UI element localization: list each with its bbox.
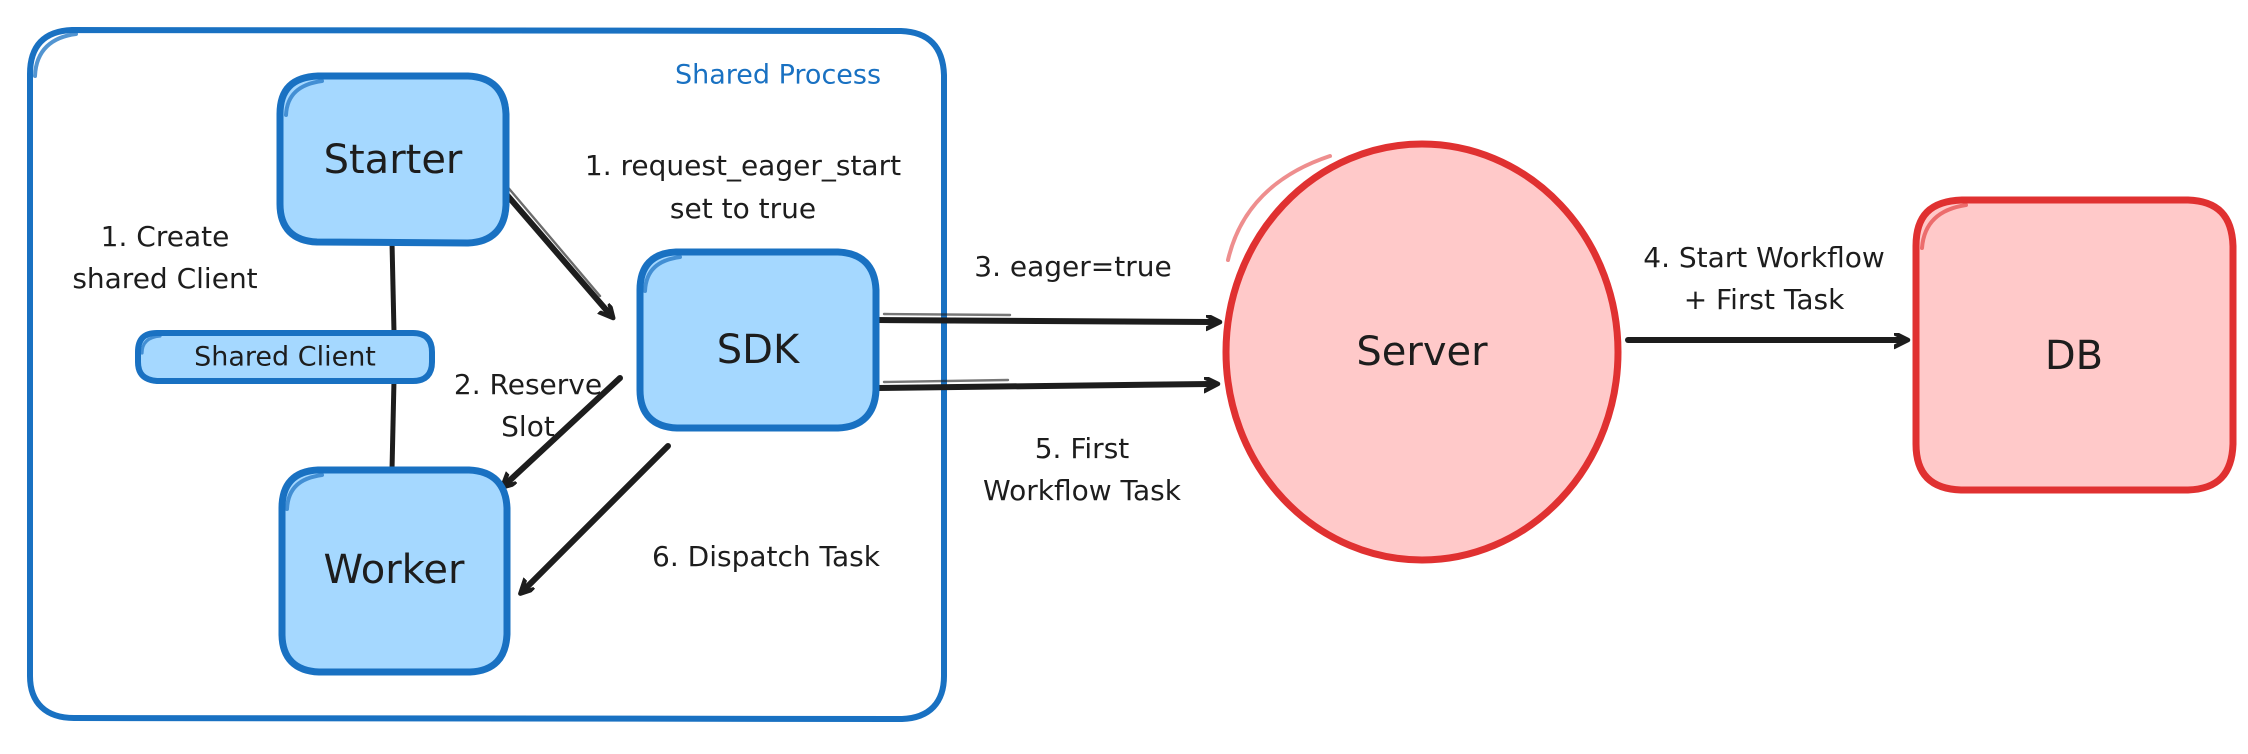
node-server-label: Server — [1356, 329, 1488, 375]
edge-label-first-workflow-task-line1: 5. First — [1035, 432, 1130, 465]
node-sdk[interactable]: SDK — [636, 248, 880, 432]
edge-reserve-slot — [508, 375, 623, 482]
edge-label-start-workflow-line2: + First Task — [1684, 283, 1845, 316]
edge-eager-true — [873, 312, 1212, 322]
edge-label-eager-true-line1: 3. eager=true — [974, 250, 1171, 283]
group-shared-process: Shared Process — [27, 27, 947, 722]
node-worker[interactable]: Worker — [278, 466, 511, 676]
edge-request-eager-start — [491, 176, 608, 312]
group-shared-process-label: Shared Process — [675, 60, 881, 91]
edge-create-shared-client — [389, 239, 397, 473]
edge-first-workflow-task — [873, 380, 1210, 388]
edge-label-eager-true: 3. eager=true — [974, 250, 1171, 283]
node-server[interactable]: Server — [1222, 140, 1622, 564]
edge-label-first-workflow-task-line2: Workflow Task — [983, 474, 1182, 507]
node-shared-client-label: Shared Client — [194, 342, 376, 373]
node-sdk-label: SDK — [717, 327, 801, 373]
edge-label-reserve-slot-line1: 2. Reserve — [454, 368, 602, 401]
edge-label-dispatch-task-line1: 6. Dispatch Task — [652, 540, 881, 573]
edge-label-dispatch-task: 6. Dispatch Task — [652, 540, 881, 573]
edge-label-first-workflow-task: 5. First Workflow Task — [983, 432, 1182, 507]
node-db[interactable]: DB — [1912, 196, 2237, 494]
edge-label-create-shared-client-line2: shared Client — [72, 262, 257, 295]
edge-dispatch-task — [526, 443, 671, 588]
node-starter-label: Starter — [324, 137, 463, 183]
edge-label-reserve-slot-line2: Slot — [501, 410, 555, 443]
edge-label-create-shared-client: 1. Create shared Client — [72, 220, 257, 295]
edge-label-start-workflow: 4. Start Workflow + First Task — [1643, 241, 1885, 316]
node-db-label: DB — [2045, 333, 2103, 379]
edge-label-request-eager-start: 1. request_eager_start set to true — [585, 149, 901, 225]
node-worker-label: Worker — [324, 547, 465, 593]
node-shared-client[interactable]: Shared Client — [135, 330, 435, 384]
edge-label-start-workflow-line1: 4. Start Workflow — [1643, 241, 1885, 274]
node-starter[interactable]: Starter — [276, 72, 510, 247]
edge-label-request-eager-start-line2: set to true — [670, 192, 816, 225]
edge-label-request-eager-start-line1: 1. request_eager_start — [585, 149, 901, 182]
edge-label-reserve-slot: 2. Reserve Slot — [454, 368, 602, 443]
edge-label-create-shared-client-line1: 1. Create — [101, 220, 230, 253]
